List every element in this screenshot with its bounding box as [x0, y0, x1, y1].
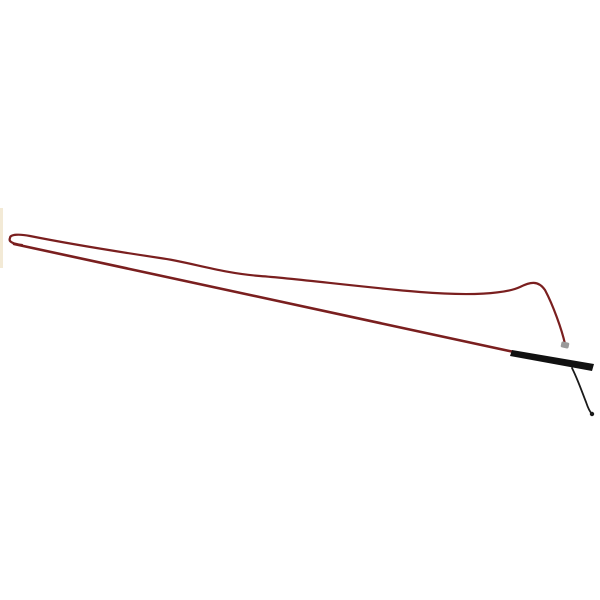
- left-edge-strip: [0, 208, 3, 268]
- whip-lash: [8, 233, 567, 346]
- ferrule: [560, 341, 570, 349]
- whip-handle: [510, 350, 594, 371]
- whip-shaft: [12, 242, 516, 354]
- whip-tail: [571, 367, 593, 415]
- whip-tail-tip: [589, 411, 595, 417]
